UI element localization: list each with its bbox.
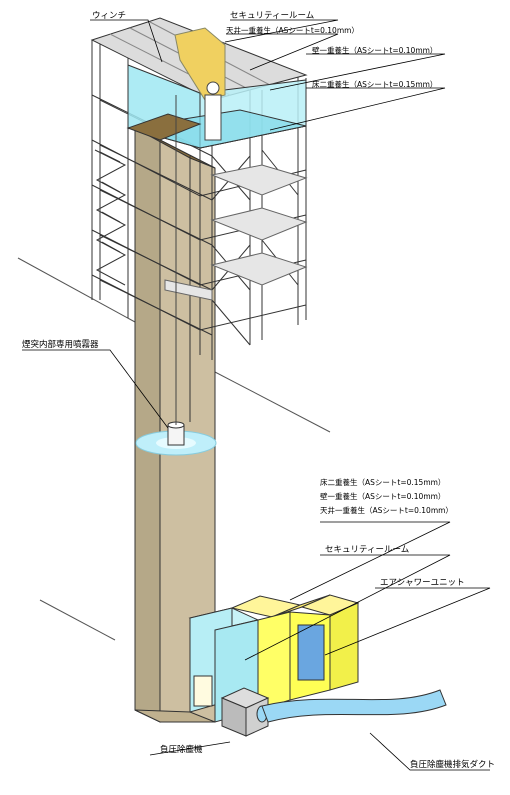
label-negative-pressure-unit: 負圧除塵機	[160, 745, 203, 755]
label-ceiling-bottom: 天井一重養生（ASシートt=0.10mm）	[320, 506, 453, 515]
air-shower-door	[297, 624, 325, 681]
label-exhaust-duct: 負圧除塵機排気ダクト	[410, 760, 496, 770]
scaffold-platforms	[164, 164, 308, 301]
label-wall-bottom: 壁一重養生（ASシートt=0.10mm）	[320, 492, 446, 501]
label-ceiling-top: 天井一重養生（ASシートt=0.10mm）	[226, 26, 359, 35]
label-air-shower: エアシャワーユニット	[380, 578, 465, 588]
label-floor-bottom: 床二重養生（ASシートt=0.15mm）	[320, 478, 446, 487]
air-shower-unit	[230, 594, 360, 711]
label-sprayer: 煙突内部専用噴霧器	[22, 340, 99, 350]
exhaust-duct	[261, 689, 447, 723]
ground-line-upper	[17, 257, 136, 323]
label-security-room-top: セキュリティールーム	[230, 11, 315, 21]
sprayer	[135, 421, 217, 456]
label-winch: ウィンチ	[92, 11, 127, 21]
ground-line-right	[214, 371, 331, 433]
leader-lines	[22, 19, 491, 771]
negative-pressure-unit	[220, 687, 270, 737]
ground-line-lower	[39, 599, 116, 641]
worker-figure	[174, 27, 226, 141]
label-floor-top: 床二重養生（ASシートt=0.15mm）	[312, 80, 438, 89]
label-wall-top: 壁一重養生（ASシートt=0.10mm）	[312, 46, 438, 55]
label-security-room-bottom: セキュリティールーム	[325, 545, 410, 555]
